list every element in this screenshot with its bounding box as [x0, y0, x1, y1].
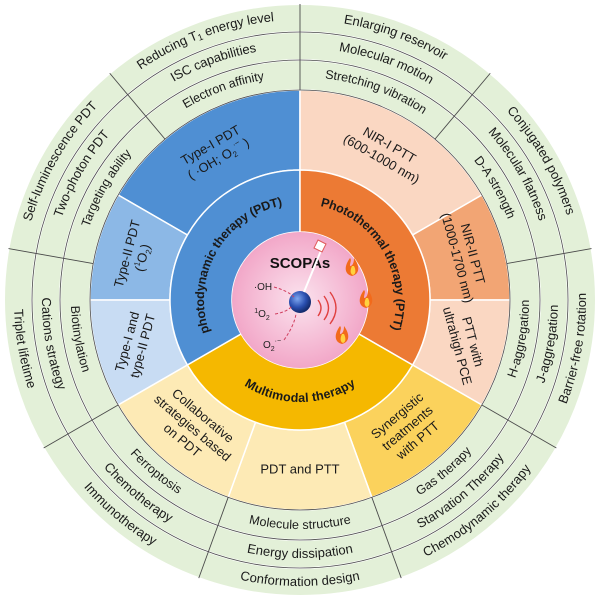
second-ring-label: Energy dissipation [246, 541, 354, 561]
reaction-arrow-icon [274, 305, 293, 315]
flame-icon [359, 290, 373, 308]
ring-divider [371, 497, 402, 579]
divider-lines [8, 4, 592, 579]
sector-label-nir-ii-ptt: NIR-II PTT(1000-1700 nm) [438, 211, 488, 304]
ring-divider [198, 497, 229, 579]
ring-divider [8, 248, 94, 264]
outer-ring-label: Conformation design [239, 568, 361, 589]
ring-separator [31, 31, 569, 569]
center-title: SCOPAs [270, 255, 331, 272]
flame-icon [335, 326, 349, 344]
singlet-oxygen-label: 1O2 [254, 308, 270, 322]
heat-wave-icon [317, 299, 322, 317]
superoxide-label: O2·− [263, 338, 281, 353]
photosensitizer-sphere-icon [289, 291, 311, 313]
sector-label-pdt-and-ptt: PDT and PTT [260, 461, 339, 476]
ring-divider [109, 72, 166, 140]
heat-wave-icon [323, 295, 330, 321]
hydroxyl-radical-label: ·OH [254, 282, 272, 293]
ring-divider [434, 72, 491, 140]
ring-divider [481, 404, 557, 449]
heat-wave-icon [329, 291, 337, 325]
first-ring-label: Molecule structure [248, 513, 352, 533]
light-beam-icon [303, 247, 323, 293]
center-illustration: SCOPAs ·OH 1O2 O2·− [232, 232, 373, 368]
ring-separator [59, 59, 541, 541]
reaction-arrow-icon [273, 286, 295, 298]
ring-separator [89, 89, 511, 511]
flame-icon [345, 258, 359, 276]
ring-divider [43, 404, 119, 449]
sector-label-pdt-and-ptt-line: PDT and PTT [260, 461, 339, 476]
ring-divider [506, 248, 592, 264]
laser-pointer-icon [313, 239, 327, 253]
reaction-arrow-icon [283, 313, 297, 341]
